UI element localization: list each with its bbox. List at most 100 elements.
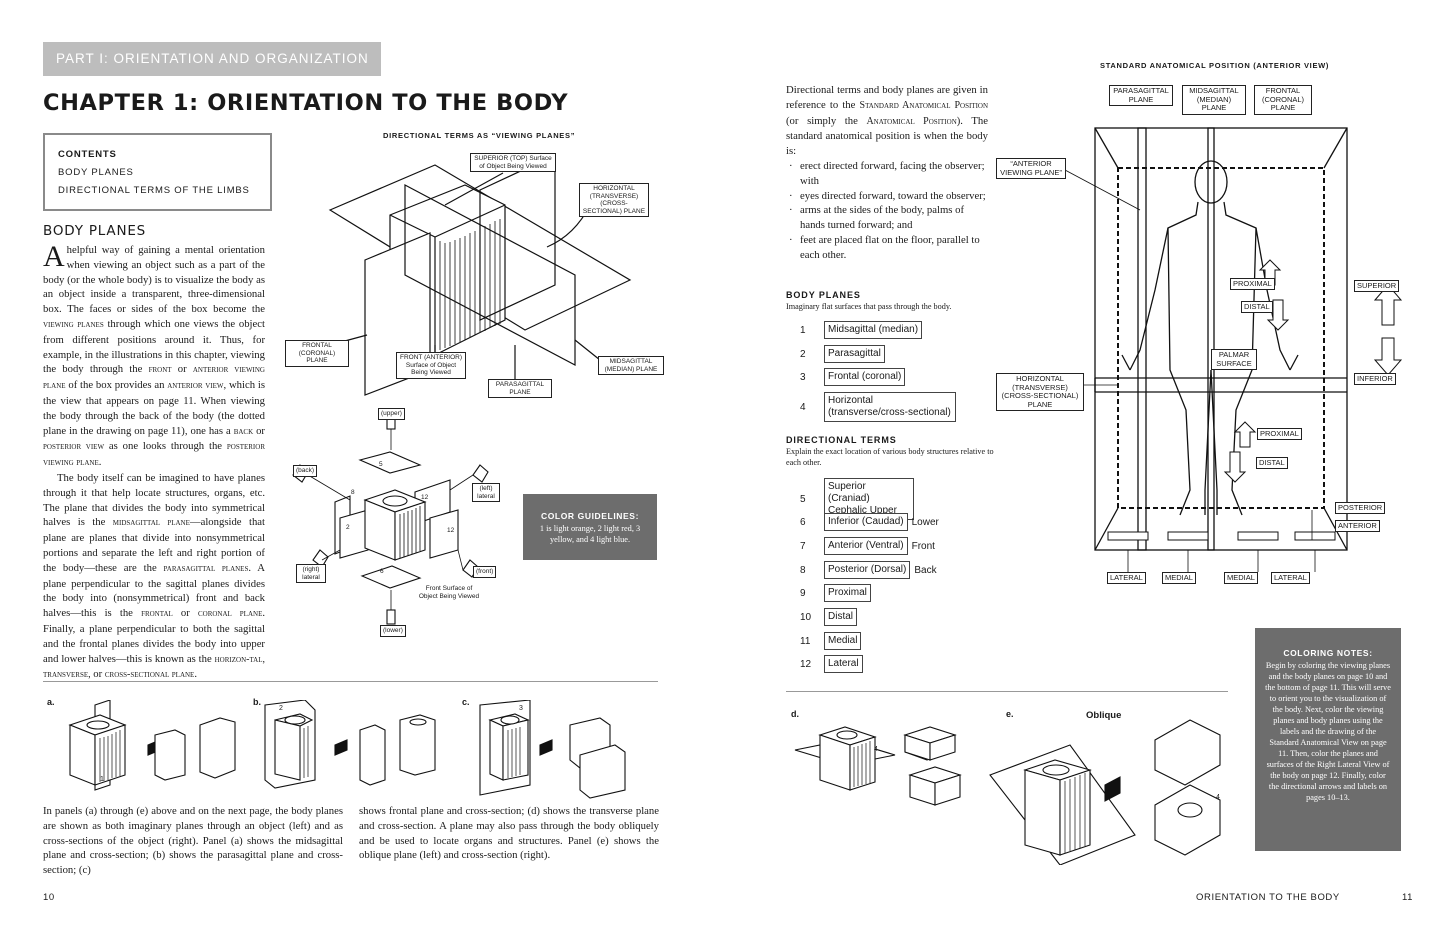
term-label-frontal[interactable]: Frontal (coronal) bbox=[824, 368, 906, 386]
intro-text: Directional terms and body planes are gi… bbox=[786, 83, 988, 263]
label-proximal-lower: PROXIMAL bbox=[1257, 428, 1302, 440]
label-palmar-surface: PALMAR SURFACE bbox=[1211, 349, 1257, 370]
label-std-horizontal: HORIZONTAL (TRANSVERSE) (CROSS-SECTIONAL… bbox=[996, 373, 1084, 411]
panel-a-label: a. bbox=[47, 697, 55, 707]
contents-item-body-planes[interactable]: BODY PLANES bbox=[58, 167, 134, 178]
page-number-left: 10 bbox=[43, 892, 55, 903]
fig2-num-6: 6 bbox=[380, 568, 384, 575]
fig2-num-12a: 12 bbox=[421, 494, 429, 501]
label-posterior: POSTERIOR bbox=[1335, 502, 1386, 514]
contents-heading: CONTENTS bbox=[58, 149, 117, 160]
figure-caption-standard-position: STANDARD ANATOMICAL POSITION (ANTERIOR V… bbox=[1100, 61, 1330, 70]
term-label-lateral[interactable]: Lateral bbox=[824, 655, 863, 673]
standard-position-illustration bbox=[1064, 127, 1403, 572]
coloring-notes-text: Begin by coloring the viewing planes and… bbox=[1265, 661, 1391, 802]
label-medial-right: MEDIAL bbox=[1224, 572, 1258, 584]
body-planes-description: Imaginary flat surfaces that pass throug… bbox=[786, 302, 952, 311]
panel-a-num-1: 1 bbox=[100, 776, 104, 783]
term-label-posterior[interactable]: Posterior (Dorsal) bbox=[824, 561, 911, 579]
panel-c-num-3: 3 bbox=[519, 705, 523, 712]
label-left-lateral: (left) lateral bbox=[472, 483, 500, 502]
coloring-notes-box: COLORING NOTES: Begin by coloring the vi… bbox=[1255, 628, 1401, 851]
panel-c-label: c. bbox=[462, 697, 470, 707]
list-item: erect directed forward, facing the obser… bbox=[789, 159, 988, 189]
label-distal-lower: DISTAL bbox=[1256, 457, 1288, 469]
label-lateral-right: LATERAL bbox=[1271, 572, 1310, 584]
section-heading-body-planes: BODY PLANES bbox=[43, 223, 147, 239]
panel-e-num-4: 4 bbox=[1216, 794, 1220, 801]
directional-terms-description: Explain the exact location of various bo… bbox=[786, 447, 994, 467]
body-planes-heading: BODY PLANES bbox=[786, 290, 861, 300]
panel-b-num-2: 2 bbox=[279, 705, 283, 712]
term-label-anterior[interactable]: Anterior (Ventral) bbox=[824, 537, 908, 555]
label-back: (back) bbox=[293, 465, 318, 477]
label-superior-surface: SUPERIOR (TOP) Surface of Object Being V… bbox=[470, 153, 556, 172]
label-parasagittal-plane: PARASAGITTAL PLANE bbox=[488, 379, 552, 398]
label-superior: SUPERIOR bbox=[1354, 280, 1400, 292]
color-guidelines-text: 1 is light orange, 2 light red, 3 yellow… bbox=[539, 524, 641, 544]
term-label-inferior[interactable]: Inferior (Caudad) bbox=[824, 513, 908, 531]
panel-description-left: In panels (a) through (e) above and on t… bbox=[43, 805, 343, 877]
contents-item-directional-terms[interactable]: DIRECTIONAL TERMS OF THE LIMBS bbox=[58, 185, 250, 196]
label-front-anterior: FRONT (ANTERIOR) Surface of Object Being… bbox=[396, 352, 466, 379]
label-lower: (lower) bbox=[380, 625, 406, 637]
figure-caption-viewing-planes: DIRECTIONAL TERMS AS “VIEWING PLANES” bbox=[383, 131, 576, 140]
fig2-num-8: 8 bbox=[351, 489, 355, 496]
color-guidelines-title: COLOR GUIDELINES: bbox=[540, 511, 640, 521]
viewing-planes-illustration bbox=[328, 154, 632, 396]
page-number-right: 11 bbox=[1402, 892, 1414, 903]
running-head: ORIENTATION TO THE BODY bbox=[1196, 892, 1340, 903]
label-anterior-viewing-plane: “ANTERIOR VIEWING PLANE” bbox=[996, 158, 1066, 179]
label-lateral-left: LATERAL bbox=[1107, 572, 1146, 584]
term-label-horizontal[interactable]: Horizontal (transverse/cross-sectional) bbox=[824, 392, 956, 422]
panel-description-right: shows frontal plane and cross-section; (… bbox=[359, 805, 659, 862]
panel-oblique-label: Oblique bbox=[1086, 710, 1122, 721]
label-right-lateral: (right) lateral bbox=[296, 564, 326, 583]
panels-d-e-illustration bbox=[794, 719, 1221, 865]
panel-d-num-4: 4 bbox=[874, 746, 878, 753]
label-distal-upper: DISTAL bbox=[1241, 301, 1273, 313]
panel-e-label: e. bbox=[1006, 709, 1014, 719]
label-medial-left: MEDIAL bbox=[1162, 572, 1196, 584]
fig2-num-12b: 12 bbox=[447, 527, 455, 534]
coloring-notes-title: COLORING NOTES: bbox=[1283, 648, 1373, 658]
exploded-box-illustration bbox=[292, 414, 489, 625]
panel-b-label: b. bbox=[253, 697, 261, 707]
term-label-distal[interactable]: Distal bbox=[824, 608, 858, 626]
label-std-parasagittal: PARASAGITTAL PLANE bbox=[1109, 85, 1173, 106]
divider-left bbox=[43, 681, 658, 682]
panel-d-label: d. bbox=[791, 709, 799, 719]
label-inferior: INFERIOR bbox=[1354, 373, 1396, 385]
anatomical-position-list: erect directed forward, facing the obser… bbox=[786, 159, 988, 263]
list-item: eyes directed forward, toward the observ… bbox=[789, 189, 988, 204]
term-label-proximal[interactable]: Proximal bbox=[824, 584, 871, 602]
drop-cap: A bbox=[43, 240, 65, 273]
list-item: feet are placed flat on the floor, paral… bbox=[789, 233, 988, 263]
label-midsagittal-plane: MIDSAGITTAL (MEDIAN) PLANE bbox=[598, 356, 664, 375]
fig2-num-2: 2 bbox=[346, 524, 350, 531]
chapter-title: CHAPTER 1: ORIENTATION TO THE BODY bbox=[43, 90, 569, 116]
label-std-midsagittal: MIDSAGITTAL (MEDIAN) PLANE bbox=[1182, 85, 1246, 115]
contents-box: CONTENTS BODY PLANES DIRECTIONAL TERMS O… bbox=[43, 133, 272, 211]
term-label-parasagittal[interactable]: Parasagittal bbox=[824, 345, 885, 363]
divider-right bbox=[786, 691, 1228, 692]
label-frontal-plane: FRONTAL (CORONAL) PLANE bbox=[285, 340, 349, 367]
term-label-medial[interactable]: Medial bbox=[824, 632, 862, 650]
fig2-num-5: 5 bbox=[379, 461, 383, 468]
label-horizontal-plane: HORIZONTAL (TRANSVERSE) (CROSS-SECTIONAL… bbox=[579, 183, 649, 217]
color-guidelines-box: COLOR GUIDELINES: 1 is light orange, 2 l… bbox=[523, 494, 657, 560]
term-label-midsagittal[interactable]: Midsagittal (median) bbox=[824, 321, 923, 339]
part-banner: PART I: ORIENTATION AND ORGANIZATION bbox=[43, 42, 381, 76]
panels-a-c-illustration bbox=[68, 700, 626, 799]
